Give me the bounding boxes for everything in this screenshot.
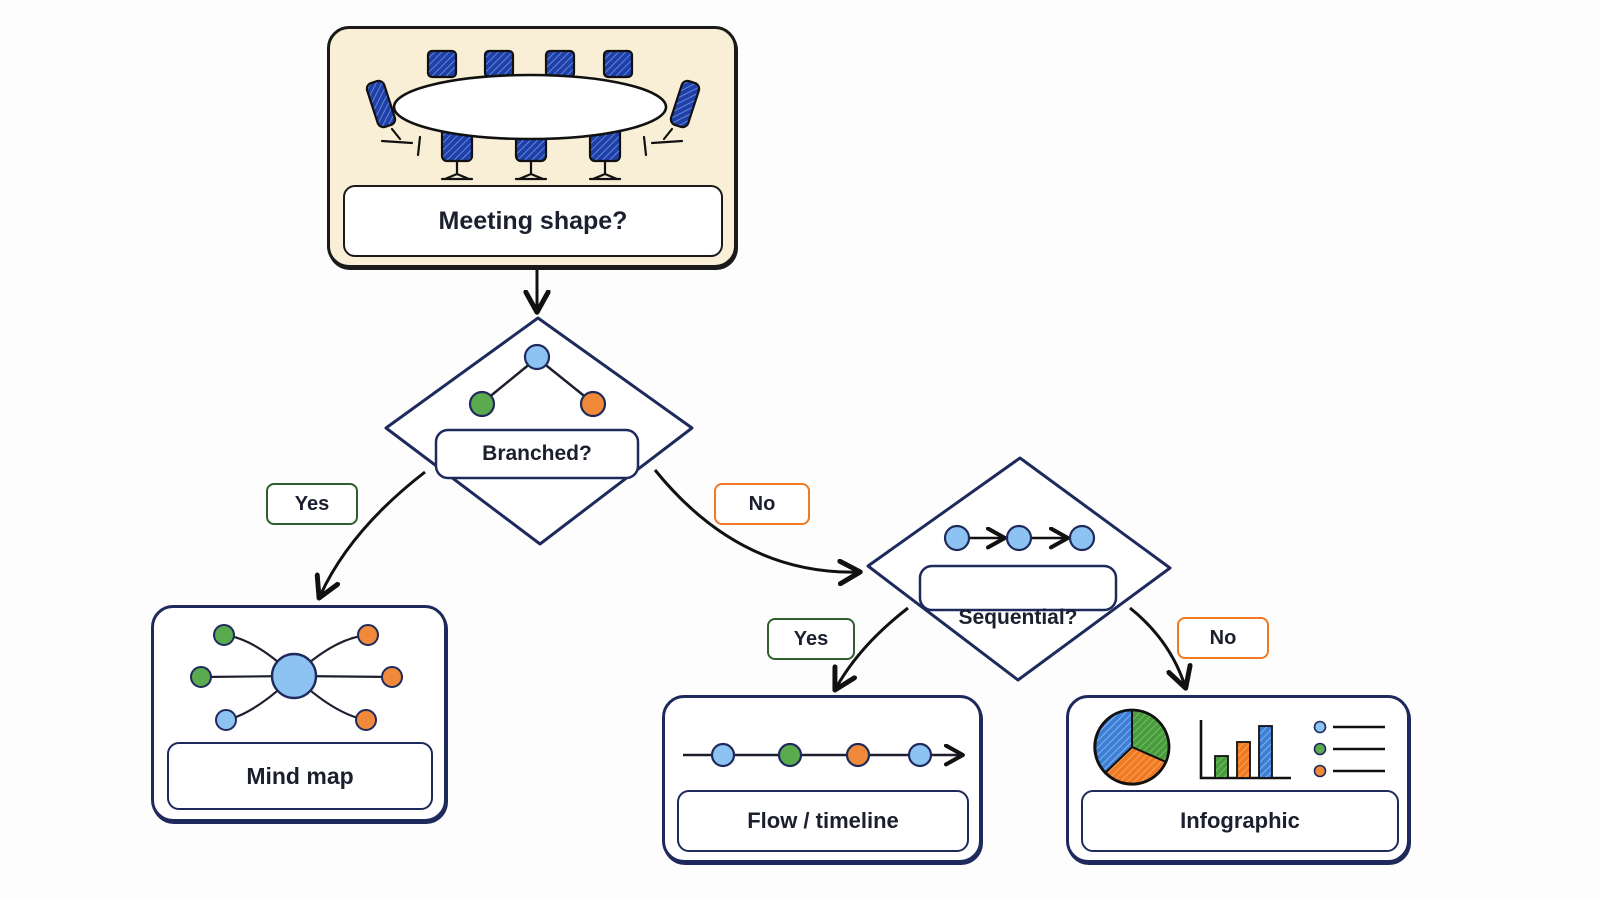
- arrow-branched-to-mindmap: [320, 470, 426, 596]
- legend-list-icon: [1313, 720, 1385, 778]
- mind-map-card: Mind map: [151, 605, 447, 822]
- branched-yes-label: Yes: [294, 492, 330, 515]
- branched-no-tag: No: [714, 483, 810, 525]
- infographic-icons: [1093, 708, 1385, 786]
- branched-no-label: No: [748, 492, 776, 515]
- flow-timeline-label: Flow / timeline: [747, 808, 899, 833]
- meeting-shape-label-box: Meeting shape?: [343, 185, 723, 257]
- infographic-label: Infographic: [1180, 808, 1300, 833]
- conference-table-icon: [365, 49, 701, 181]
- meeting-shape-card: Meeting shape?: [327, 26, 737, 268]
- sequential-label: Sequential?: [958, 606, 1078, 629]
- sequential-yes-label: Yes: [793, 627, 829, 650]
- arrow-branched-to-sequential: [653, 469, 858, 572]
- branched-yes-tag: Yes: [266, 483, 358, 525]
- branched-question: Branched?: [436, 430, 638, 478]
- branch-icon: [468, 343, 607, 418]
- infographic-label-box: Infographic: [1081, 790, 1399, 852]
- mind-map-icon: [190, 624, 403, 731]
- infographic-card: Infographic: [1066, 695, 1410, 863]
- sequential-question: Sequential?: [920, 598, 1116, 638]
- timeline-icon: [683, 742, 979, 768]
- connectors: [320, 268, 1185, 688]
- sequence-icon: [943, 524, 1096, 552]
- sequential-yes-tag: Yes: [767, 618, 855, 660]
- sequential-no-tag: No: [1177, 617, 1269, 659]
- arrow-sequential-to-infographic: [1129, 606, 1185, 686]
- bar-chart-icon: [1199, 720, 1291, 780]
- mind-map-label: Mind map: [246, 762, 354, 789]
- pie-chart-icon: [1093, 708, 1171, 786]
- branched-label-frame: [434, 428, 640, 480]
- sequential-no-label: No: [1209, 626, 1237, 649]
- branched-label: Branched?: [482, 442, 592, 465]
- flow-timeline-label-box: Flow / timeline: [677, 790, 969, 852]
- arrow-sequential-to-flow: [836, 606, 909, 688]
- flow-timeline-card: Flow / timeline: [662, 695, 982, 863]
- mind-map-label-box: Mind map: [167, 742, 433, 810]
- meeting-shape-label: Meeting shape?: [438, 206, 628, 235]
- sequential-label-frame: [918, 564, 1118, 612]
